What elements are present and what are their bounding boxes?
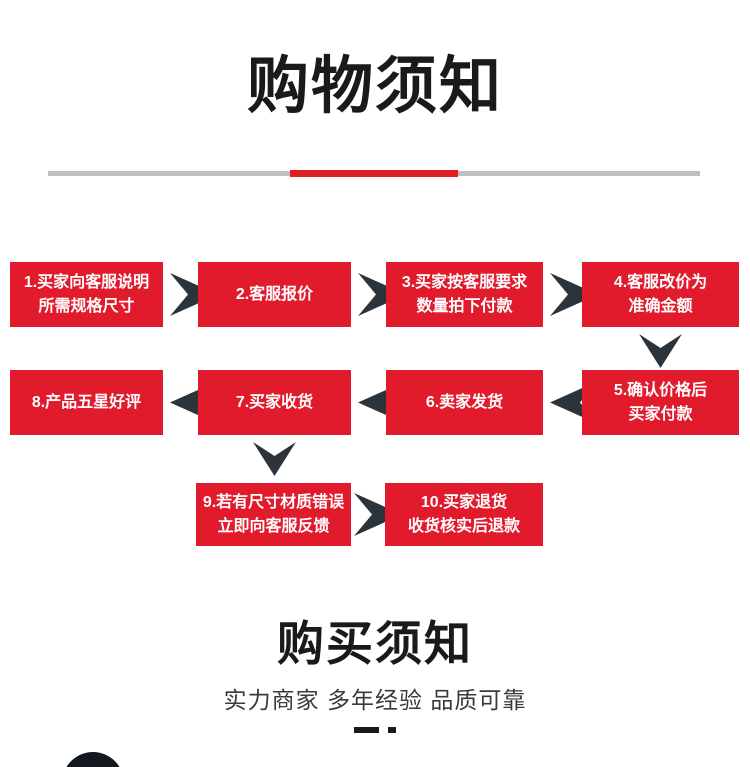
page-title: 购物须知 (246, 52, 503, 121)
flow-step-3-line2: 数量拍下付款 (416, 297, 513, 315)
footer-dash-decoration (0, 727, 750, 733)
header-divider-accent (290, 170, 458, 177)
flow-step-9: 9.若有尺寸材质错误 立即向客服反馈 (196, 483, 351, 546)
flow-step-1: 1.买家向客服说明 所需规格尺寸 (10, 262, 163, 327)
flow-step-2: 2.客服报价 (198, 262, 351, 327)
flow-step-10: 10.买家退货 收货核实后退款 (385, 483, 543, 546)
dash-long-icon (354, 727, 379, 733)
flow-step-3: 3.买家按客服要求 数量拍下付款 (386, 262, 543, 327)
flow-step-1-line2: 所需规格尺寸 (38, 297, 135, 315)
flow-step-9-line2: 立即向客服反馈 (217, 517, 330, 535)
footer-subtitle: 实力商家 多年经验 品质可靠 (223, 687, 527, 713)
flow-step-4: 4.客服改价为 准确金额 (582, 262, 739, 327)
flow-step-4-line1: 4.客服改价为 (613, 273, 708, 291)
bottom-left-circle-decoration (62, 752, 124, 767)
flow-step-10-line1: 10.买家退货 (420, 493, 508, 511)
dash-short-icon (388, 727, 396, 733)
flow-step-3-line1: 3.买家按客服要求 (401, 273, 528, 291)
flow-step-6-line1: 6.卖家发货 (425, 393, 504, 411)
flow-step-9-line1: 9.若有尺寸材质错误 (202, 493, 345, 511)
footer-title: 购买须知 (277, 617, 473, 670)
flow-step-8: 8.产品五星好评 (10, 370, 163, 435)
flow-step-4-line2: 准确金额 (628, 297, 693, 315)
flow-step-10-line2: 收货核实后退款 (407, 517, 520, 535)
flow-step-8-line1: 8.产品五星好评 (31, 393, 142, 411)
flow-step-2-line1: 2.客服报价 (235, 285, 314, 303)
flow-step-1-line1: 1.买家向客服说明 (23, 273, 150, 291)
flow-step-7: 7.买家收货 (198, 370, 351, 435)
flow-step-5-line2: 买家付款 (628, 405, 693, 423)
flow-step-5-line1: 5.确认价格后 (613, 381, 708, 399)
flow-step-6: 6.卖家发货 (386, 370, 543, 435)
flow-step-7-line1: 7.买家收货 (235, 393, 314, 411)
flow-step-5: 5.确认价格后 买家付款 (582, 370, 739, 435)
